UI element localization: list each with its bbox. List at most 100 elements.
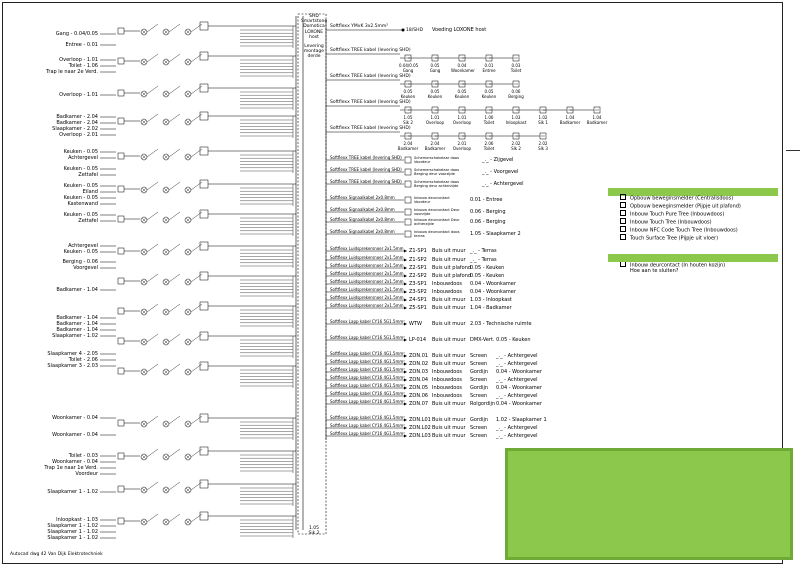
lamp-wire <box>146 243 159 253</box>
lamp-cross <box>141 59 147 65</box>
lamp-cross <box>163 119 169 125</box>
lamp-cross <box>185 249 191 255</box>
tree-node-room: Keuken <box>454 93 470 99</box>
tree-node-room: Keuken <box>427 93 443 99</box>
screen-arrow <box>404 354 407 358</box>
lamp-wire <box>190 333 203 343</box>
lamp-wire <box>168 448 181 458</box>
contact-icon <box>404 230 412 238</box>
misc-mount: Buis uit muur <box>432 320 466 327</box>
junction-box-icon <box>199 331 209 341</box>
tree-node-number: 0.01 <box>484 63 494 68</box>
tree-node-number: 2.01 <box>457 141 467 146</box>
speaker-mount: Buis uit muur <box>432 247 466 254</box>
lamp-cross <box>141 369 147 375</box>
tree-cable-label: Softflexx TREE kabel (levering SHD) <box>330 48 411 53</box>
voeding-dot <box>401 28 405 32</box>
junction-box-icon <box>199 479 209 489</box>
voeding-text: Voeding LOXONE host <box>432 26 487 33</box>
sensor-cable-label: Softflexx TREE kabel (levering SHD) <box>330 178 402 184</box>
room-label: Gang - 0.04/0.05 <box>55 31 98 37</box>
room-label: Keuken - 0.05 <box>63 149 98 155</box>
tree-node-room: Berging <box>508 93 524 99</box>
touch-switch-icon <box>117 27 125 35</box>
room-label: Keuken - 0.05 <box>63 249 98 255</box>
loxone-line-2: host <box>309 35 319 40</box>
room-label: Slaapkamer 1 - 1.02 <box>47 523 98 529</box>
room-label: Keuken - 0.05 <box>63 195 98 201</box>
lamp-wire <box>146 481 159 491</box>
speaker-text: 0.05 - Keuken <box>470 272 505 279</box>
tree-node-room: Entree <box>482 67 496 73</box>
legend-item: Opbouw beweginsmelder (Pijpje uit plafon… <box>620 202 741 211</box>
junction-box-icon <box>199 413 209 423</box>
screen-cable-label: Softflexx Lapp kabel CY16 4G1.5mm² <box>330 390 405 396</box>
lamp-cross <box>163 421 169 427</box>
lamp-wire <box>168 113 181 123</box>
legend-item: Touch Surface Tree (Pijpje uit vloer) <box>620 234 718 243</box>
junction-box-icon <box>199 271 209 281</box>
touch-switch-icon <box>117 152 125 160</box>
lamp-wire <box>146 448 159 458</box>
lamp-cross <box>141 119 147 125</box>
tree-node-number: 2.06 <box>484 141 494 146</box>
bottom-line-1: 1.05 <box>308 526 320 531</box>
tree-node-room: Badkamer <box>586 119 608 125</box>
lamp-wire <box>168 513 181 523</box>
room-label: Trap 1e naar 1e Verd. <box>44 465 98 471</box>
legend-device-icon <box>620 226 626 232</box>
legend-device-icon <box>620 202 626 208</box>
speaker-arrow <box>404 249 407 253</box>
screen-kind: Gordijn <box>470 416 489 423</box>
lamp-wire <box>168 333 181 343</box>
room-label: Slaapkamer 3 - 2.03 <box>47 363 98 369</box>
lamp-cross <box>163 279 169 285</box>
legend-item: Inbouw Touch Pure Tree (Inbouwdoos) <box>620 210 724 219</box>
speaker-text: 0.04 - Woonkamer <box>470 288 516 295</box>
sensor-name: Schemerschakelaar doos Voordeur <box>414 156 460 164</box>
lamp-wire <box>168 481 181 491</box>
speaker-mount: Inbouwdoos <box>432 280 463 287</box>
tree-node-number: 2.02 <box>511 141 521 146</box>
contact-icon <box>404 208 412 216</box>
legend-item-label: Inbouw NFC Code Touch Tree (Inbouwdoos) <box>630 227 738 234</box>
room-label: Kastenwand <box>67 201 98 207</box>
screen-id: ZON.L03 <box>409 432 431 439</box>
screen-kind: Screen <box>470 360 488 367</box>
room-label: Toilet - 2.06 <box>68 357 98 363</box>
screen-mount: Inbouwdoos <box>432 392 463 399</box>
tree-node-number: 0.05 <box>484 89 494 94</box>
tree-node-room: Overloop <box>425 119 445 125</box>
lamp-cross <box>185 154 191 160</box>
screen-cable-label: Softflexx Lapp kabel CY16 4G1.5mm² <box>330 382 405 388</box>
tree-cable-label: Softflexx TREE kabel (levering SHD) <box>330 74 411 79</box>
screen-text: _._ - Achtergevel <box>496 352 538 359</box>
room-label: Eiland <box>82 189 98 195</box>
lamp-wire <box>190 181 203 191</box>
lamp-cross <box>141 154 147 160</box>
lamp-cross <box>185 519 191 525</box>
room-label: Slaapkamer 1 - 1.02 <box>47 535 98 541</box>
lamp-cross <box>185 217 191 223</box>
lamp-cross <box>163 154 169 160</box>
misc-cable-label: Softflexx Lapp kabel CY16 5G1.5mm² <box>330 318 405 324</box>
lamp-wire <box>190 513 203 523</box>
tree-node-room: Toilet <box>483 119 495 125</box>
screen-cable-label: Softflexx Lapp kabel CY16 4G1.5mm² <box>330 366 405 372</box>
screen-mount: Buis uit muur <box>432 400 466 407</box>
speaker-cable-label: Softflexx Luidsprekersnoer 2x1.5mm <box>330 302 404 308</box>
tree-node-room: Badkamer <box>424 145 446 151</box>
junction-box-icon <box>199 21 209 31</box>
tree-node-number: 0.04 <box>457 63 467 68</box>
contact-text: 1.05 - Slaapkamer 2 <box>470 230 521 237</box>
sensor-text: _._ - Achtergevel <box>482 180 524 187</box>
tree-node-number: 0.04/0.05 <box>399 63 419 68</box>
screen-id: ZON.03 <box>409 368 429 375</box>
legend-item: Inbouw NFC Code Touch Tree (Inbouwdoos) <box>620 226 738 235</box>
contact-cable-label: Softflexx Signaalkabel 2x0.8mm <box>330 228 395 234</box>
speaker-mount: Buis uit plafond <box>432 272 472 279</box>
footer-text: Autocad dwg 42 Van Dijk Elektrotechniek <box>10 552 103 557</box>
lamp-wire <box>146 113 159 123</box>
touch-switch-icon <box>117 247 125 255</box>
lamp-cross <box>185 369 191 375</box>
